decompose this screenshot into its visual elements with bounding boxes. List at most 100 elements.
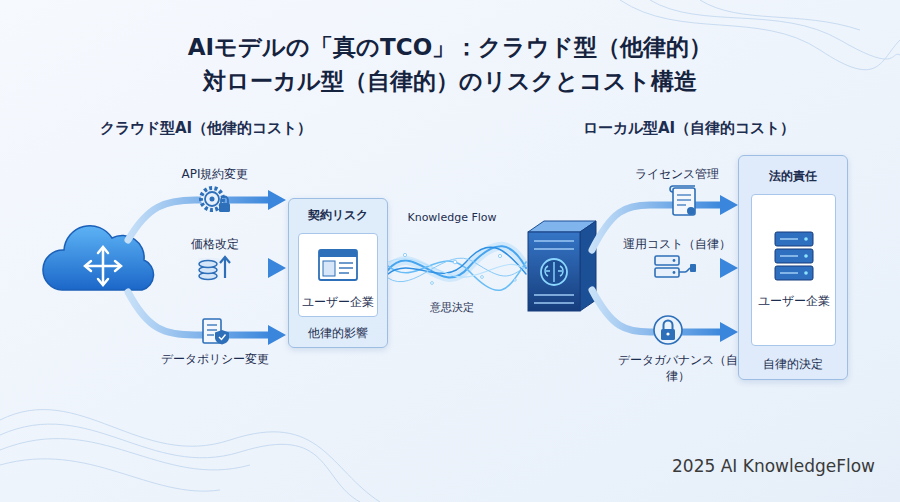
ai-server-icon <box>528 221 596 311</box>
decorative-waves <box>0 424 360 502</box>
server-plug-icon <box>679 268 691 272</box>
flow-label: Knowledge Flow <box>382 210 522 225</box>
cloud-icon <box>43 226 154 290</box>
group-box: 法的責任自律的決定ユーザー企業 <box>738 155 848 380</box>
gear-lock-icon <box>201 188 230 212</box>
license-scroll-icon <box>687 207 695 215</box>
ai-server-icon <box>534 302 574 304</box>
license-scroll-icon <box>677 204 686 205</box>
arrow-heads <box>720 195 738 342</box>
ai-server-icon <box>534 248 574 250</box>
knowledge-flow-wave <box>388 246 526 290</box>
knowledge-flow-wave <box>388 258 526 282</box>
box-heading: 契約リスク <box>289 207 387 223</box>
license-scroll-icon <box>670 186 695 215</box>
box-heading: ユーザー企業 <box>299 294 377 310</box>
server-plug-icon <box>673 271 676 274</box>
license-scroll-icon <box>677 194 691 195</box>
document-shield-icon <box>207 334 214 335</box>
coin-stack-icon <box>224 258 226 278</box>
server-stack-icon <box>780 238 798 239</box>
window-icon <box>323 261 335 276</box>
ai-server-icon <box>534 294 574 296</box>
server-plug-icon <box>690 264 696 272</box>
coin-stack-icon <box>199 261 217 268</box>
decorative-waves <box>650 0 900 59</box>
flow-label: 運用コスト（自律） <box>602 236 752 252</box>
governance-arrows <box>592 205 722 332</box>
cloud-icon <box>85 247 121 285</box>
server-stack-icon <box>780 239 798 273</box>
flow-particles <box>498 254 501 257</box>
decorative-waves <box>700 0 860 30</box>
server-stack-icon <box>775 249 813 263</box>
watermark: 2025 AI KnowledgeFlow <box>560 456 875 477</box>
company-box: ユーザー企業 <box>751 194 836 346</box>
window-icon <box>339 262 353 263</box>
section-heading: ローカル型AI（自律的コスト） <box>583 119 843 138</box>
license-scroll-icon <box>670 186 695 192</box>
gear-lock-icon <box>205 192 219 206</box>
server-plug-icon <box>655 256 696 277</box>
flow-label: API規約変更 <box>150 166 280 182</box>
ai-server-icon <box>528 232 580 311</box>
window-icon <box>319 250 357 280</box>
lock-icon <box>664 321 673 330</box>
window-icon <box>319 250 357 257</box>
document-shield-icon <box>207 324 217 325</box>
cloud-icon <box>102 248 105 266</box>
window-icon <box>319 250 357 280</box>
flow-label: ライセンス管理 <box>612 166 742 182</box>
decorative-waves <box>0 459 220 491</box>
cloud-icon <box>98 279 108 285</box>
server-stack-icon <box>804 254 808 258</box>
flow-label: 意思決定 <box>382 300 522 315</box>
ai-server-icon <box>541 259 567 285</box>
knowledge-flow-wave <box>388 247 526 274</box>
flow-label: データポリシー変更 <box>140 351 290 367</box>
window-icon <box>339 272 349 273</box>
section-heading: クラウド型AI（他律的コスト） <box>100 119 340 138</box>
box-footer: 自律的決定 <box>739 356 847 372</box>
server-plug-icon <box>655 268 679 277</box>
window-icon <box>339 267 353 268</box>
coin-stack-icon <box>198 258 220 280</box>
cloud-icon <box>86 265 103 268</box>
cloud-icon <box>115 261 121 271</box>
flow-particles <box>453 260 457 264</box>
knowledge-flow-wave <box>388 259 526 277</box>
gear-lock-icon <box>219 203 230 212</box>
ai-server-icon <box>534 241 574 303</box>
cloud-icon <box>98 247 108 253</box>
risk-arrows <box>128 200 270 240</box>
server-stack-icon <box>780 272 798 273</box>
cloud-icon <box>85 261 91 271</box>
box-footer: 他律的影響 <box>289 325 387 341</box>
arrow-heads <box>720 258 738 278</box>
coin-stack-icon <box>220 257 230 263</box>
ai-server-icon <box>545 262 563 282</box>
flow-label: データガバナンス（自律） <box>617 352 739 384</box>
license-scroll-icon <box>677 199 691 200</box>
risk-arrows <box>128 292 270 335</box>
arrow-heads <box>268 258 286 278</box>
document-shield-icon <box>219 335 226 340</box>
ai-server-icon <box>534 240 574 242</box>
arrow-heads <box>268 190 286 345</box>
risk-arrows <box>128 200 270 335</box>
document-shield-icon <box>215 330 229 345</box>
flow-particles <box>403 253 516 284</box>
arrow-heads <box>268 325 286 345</box>
document-shield-icon <box>203 319 229 345</box>
flow-particles <box>514 279 516 281</box>
company-box: ユーザー企業 <box>298 233 378 317</box>
server-stack-icon <box>804 237 808 241</box>
lock-icon <box>654 316 682 344</box>
arrow-heads <box>720 322 738 342</box>
lock-icon <box>666 332 669 335</box>
server-stack-icon <box>780 255 798 256</box>
